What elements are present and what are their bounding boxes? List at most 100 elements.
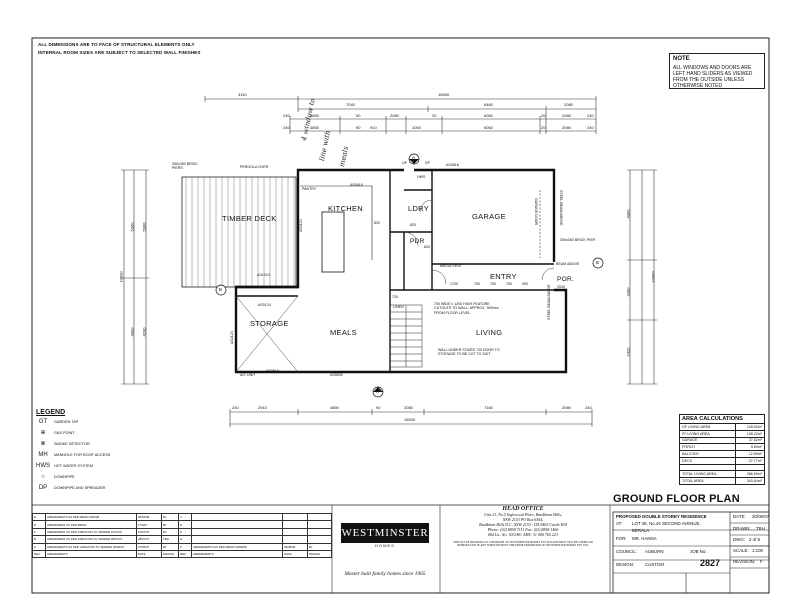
area-label: FF LIVING AREA <box>679 429 736 438</box>
hot-water-icon: HWS <box>36 462 50 469</box>
table-cell: AMENDMENT AS PER VARIATION TO TENDER 10/… <box>45 527 137 537</box>
area-label: TOTAL AREA <box>679 477 736 486</box>
media-vent-label: MEDIA VENT <box>440 264 462 268</box>
table-header: DRAWN <box>161 549 179 559</box>
area-label: GARAGE <box>679 436 736 445</box>
entry-dim-1: 1700 <box>450 282 458 286</box>
dim-left-4: 4200 <box>141 327 147 337</box>
office-line: NSW 2153 PO Box 6364, <box>502 517 544 523</box>
dwg-label: DWG: <box>733 537 745 542</box>
beam-above-label: BEAM ABOVE <box>556 262 580 266</box>
door-code-5: 2030 <box>557 285 565 289</box>
area-value: 5.60m² <box>735 443 765 452</box>
smoke-detector-icon: ⊗ <box>40 441 46 447</box>
dim-r3-3: 2080 <box>390 113 399 118</box>
table-header: DATE <box>282 549 308 559</box>
window-code-4: AS0630 <box>330 373 343 377</box>
table-cell: 28/07/07 <box>136 535 162 544</box>
legend-item: ⊗ SMOKE DETECTOR <box>36 438 186 449</box>
dim-r3-7: 2080 <box>562 113 571 118</box>
dim-r3-8: 240 <box>587 113 594 118</box>
table-cell <box>282 527 308 537</box>
dim-top-3: 7040 <box>346 102 355 107</box>
table-header: DRAWN <box>307 549 332 559</box>
room-timber-deck: TIMBER DECK <box>222 214 277 223</box>
area-value: 37.62m² <box>735 436 765 445</box>
dim-b-3: 90 <box>376 405 381 410</box>
table-cell: BJ <box>307 542 332 551</box>
office-line: Bld Lic. No. 3031HC ABN: 31 000 765 223 <box>488 532 558 538</box>
legend-label: SMOKE DETECTOR <box>54 441 90 446</box>
feature-cutout-note: 700 WIDE x 1200 HIGH FEATURE CUTOUTS TO … <box>434 302 499 315</box>
window-code-8: AS2124 <box>230 331 234 344</box>
table-cell: 17/6/07 <box>136 520 162 529</box>
legend-label: HOT WATER SYSTEM <box>54 463 93 468</box>
area-value: 128.52m² <box>735 423 765 431</box>
dim-top-4: 6460 <box>484 102 493 107</box>
table-cell: AMENDMENTS AS PER VARIATION TO TENDER 26… <box>45 542 137 551</box>
table-cell: J <box>178 512 192 522</box>
dim-r4-5: 6060 <box>484 125 493 130</box>
brick-piers-label: 350x350 BRICK PIERS <box>172 162 198 171</box>
room-meals: MEALS <box>330 328 357 337</box>
area-label <box>679 463 736 472</box>
dim-r4-2: 90 <box>356 125 361 130</box>
table-cell <box>282 520 308 529</box>
area-label: TOTAL LIVING AREA <box>679 470 736 479</box>
dim-b-7: 240 <box>585 405 592 410</box>
area-value: 343.64m² <box>735 477 765 486</box>
area-label: PORCH <box>679 443 736 452</box>
client-name: MR. HANNA <box>632 536 657 541</box>
area-value <box>735 463 765 472</box>
dim-b-2: 4850 <box>330 405 339 410</box>
table-cell: TBH <box>161 535 179 544</box>
area-label: DECK <box>679 456 736 465</box>
table-cell: 10/07/07 <box>136 527 162 537</box>
table-header: AMENDMENTS <box>45 549 137 559</box>
under-stairs-note: WALL UNDER STAIRS 720 DOOR TO STORAGE TO… <box>438 348 500 357</box>
table-row: E AMENDMENTS AS PER MEMO 6/06/08 06/06/0… <box>32 512 332 522</box>
entry-dim-5: 900 <box>522 282 528 286</box>
dim-left-3: 5000 <box>141 222 147 232</box>
up-label: UP <box>402 161 407 165</box>
scale-value: 1:100 <box>752 548 763 553</box>
address-line1: LOT 38, No.44 SECOND AVENUE, <box>632 521 701 526</box>
note-title: NOTE <box>673 56 690 62</box>
brick-pier-right-label: 350x350 BRICK PIER <box>560 238 596 242</box>
job-label: JOB No: <box>690 549 707 554</box>
window-code-3: AS0618 <box>266 369 279 373</box>
dim-r3-1: 4850 <box>310 113 319 118</box>
table-header: AMENDMENTS <box>191 549 283 559</box>
room-garage: GARAGE <box>472 212 506 221</box>
table-cell <box>191 535 283 544</box>
council-label: COUNCIL: <box>616 549 637 554</box>
drawing-title: GROUND FLOOR PLAN <box>613 493 740 505</box>
dim-right-total: 10000 <box>650 271 656 283</box>
table-cell: A <box>32 542 46 551</box>
company-logo: WESTMINSTER HOMES Master built family ho… <box>335 505 435 585</box>
room-storage: STORAGE <box>250 319 289 328</box>
legend-label: GAS POINT <box>54 430 75 435</box>
table-cell: C <box>32 527 46 537</box>
dim-r3-0: 240 <box>283 113 290 118</box>
revision-label: REVISION: <box>733 559 756 564</box>
table-cell: 06/06/08 <box>136 512 162 522</box>
section-marker-bottom: A <box>376 389 380 394</box>
table-cell <box>191 512 283 522</box>
dim-b-0: 240 <box>232 405 239 410</box>
dim-top-2: 15690 <box>438 92 450 97</box>
dim-r4-6: 20 <box>541 125 546 130</box>
door-code-2: 820 <box>410 223 416 227</box>
manhole-icon: MH <box>38 451 48 458</box>
entry-dim-4: 700 <box>506 282 512 286</box>
